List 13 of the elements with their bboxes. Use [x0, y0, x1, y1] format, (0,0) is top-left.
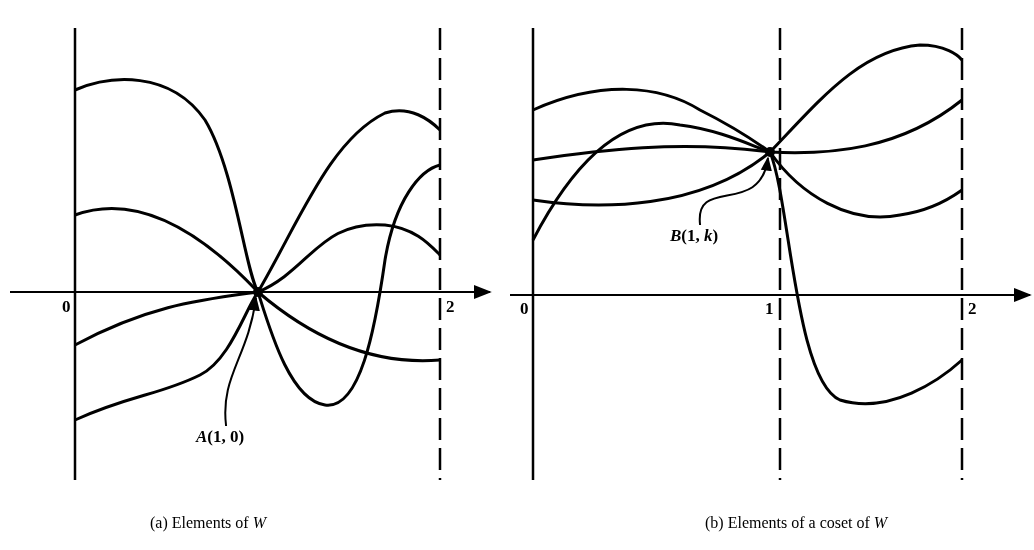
point-marker — [253, 287, 263, 297]
tick-label: 0 — [62, 298, 71, 315]
point-label: B(1, k) — [670, 227, 719, 244]
tick-label: 2 — [968, 300, 977, 317]
caption: (b) Elements of a coset of W — [705, 515, 888, 531]
caption: (a) Elements of W — [150, 515, 266, 531]
tick-label: 1 — [765, 300, 774, 317]
point-label: A(1, 0) — [196, 428, 245, 445]
point-marker — [765, 147, 775, 157]
leader-line — [699, 156, 771, 226]
tick-label: 0 — [520, 300, 529, 317]
tick-label: 2 — [446, 298, 455, 315]
leader-line — [224, 296, 260, 427]
